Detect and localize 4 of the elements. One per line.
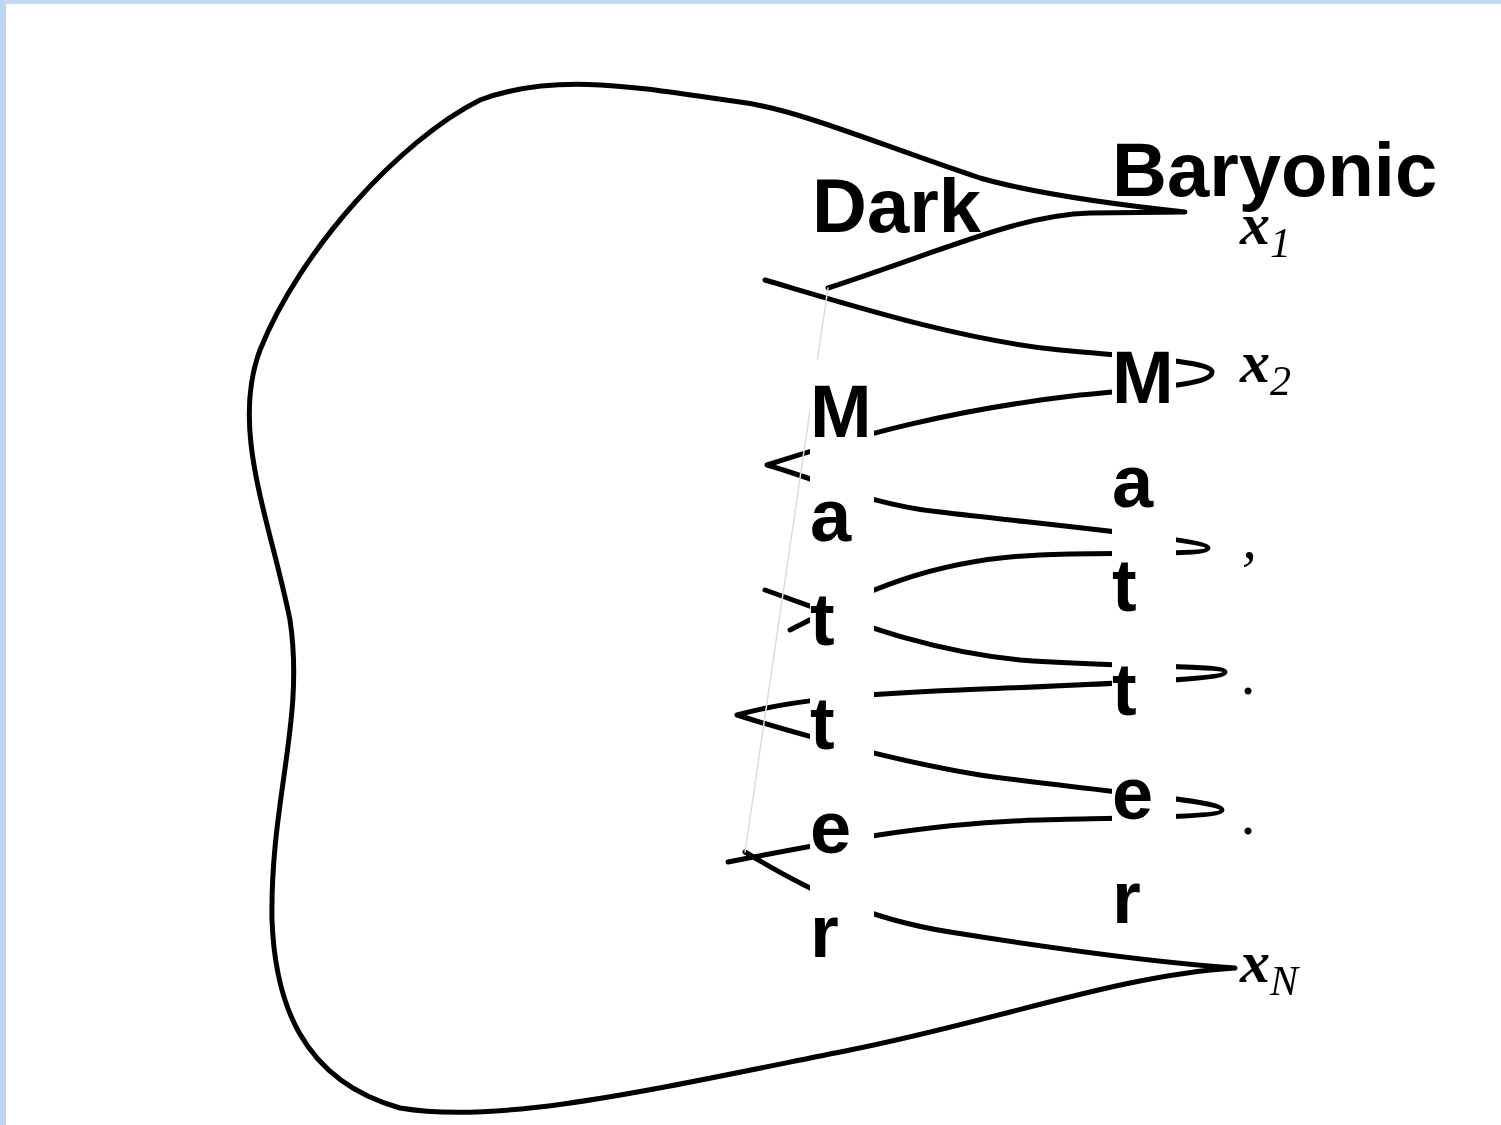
dot-label: . [1242,784,1257,844]
heading-label: Dark [812,168,981,244]
dot-label: . [1242,644,1257,704]
comma-label: , [1242,508,1257,568]
